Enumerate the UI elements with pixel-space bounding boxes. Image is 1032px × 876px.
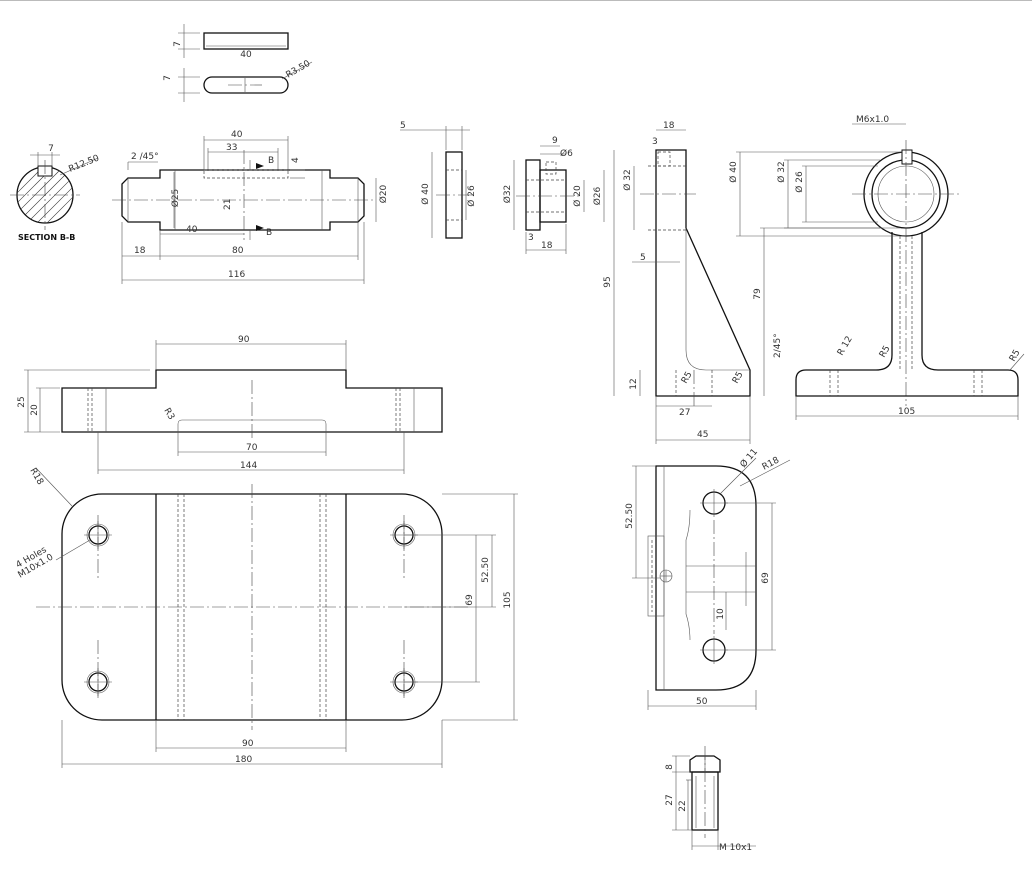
section-b-b-title: SECTION B-B xyxy=(18,233,75,242)
bolt-view: 8 27 22 M 10x1 xyxy=(665,746,756,853)
shaft-116-label: 116 xyxy=(228,270,245,280)
section-marker-top: B xyxy=(268,156,274,166)
bush-18-label: 18 xyxy=(541,241,553,251)
shaft-40-label: 40 xyxy=(186,225,198,235)
bolt-27-label: 27 xyxy=(665,794,675,805)
bplan-69-label: 69 xyxy=(761,572,771,584)
shaft-d20-label: Ø20 xyxy=(378,184,389,203)
base-70-label: 70 xyxy=(246,443,258,453)
bush-d20-label: Ø 20 xyxy=(572,185,583,207)
side-45-label: 45 xyxy=(697,430,708,440)
front-105-label: 105 xyxy=(898,407,915,417)
bush-d26-label: Ø26 xyxy=(592,186,603,205)
plan-180-label: 180 xyxy=(235,755,252,765)
bush-d32-label: Ø32 xyxy=(502,185,513,204)
bplan-10-label: 10 xyxy=(716,608,726,620)
plan-5250-label: 52.50 xyxy=(481,557,491,583)
bplan-5250-label: 52.50 xyxy=(625,503,635,529)
bplan-50-label: 50 xyxy=(696,697,708,707)
shaft-keyway-40-label: 40 xyxy=(231,130,243,140)
shaft-views: 7 R12.50 SECTION B-B B B 2 /45° Ø25 Ø20 … xyxy=(10,130,389,284)
side-95-label: 95 xyxy=(603,276,613,287)
base-25-label: 25 xyxy=(17,396,27,407)
front-chamfer-label: 2/45° xyxy=(773,333,783,358)
front-d40-label: Ø 40 xyxy=(728,161,739,183)
plan-105-label: 105 xyxy=(503,591,513,608)
shaft-chamfer-label: 2 /45° xyxy=(131,152,159,162)
bolt-22-label: 22 xyxy=(678,800,688,811)
side-27-label: 27 xyxy=(679,408,690,418)
side-18-label: 18 xyxy=(663,121,675,131)
front-d32-label: Ø 32 xyxy=(776,161,787,182)
side-12-label: 12 xyxy=(629,378,639,389)
bush-view: 9 Ø6 Ø32 Ø 20 Ø26 3 18 xyxy=(502,136,605,254)
section-marker-bottom: B xyxy=(266,228,272,238)
section-key-width: 7 xyxy=(48,144,54,154)
bolt-thread-label: M 10x1 xyxy=(719,843,752,853)
washer-d26-label: Ø 26 xyxy=(466,185,477,207)
shaft-18-label: 18 xyxy=(134,246,146,256)
shaft-keyway-depth-label: 4 xyxy=(291,157,301,163)
base-90-top-label: 90 xyxy=(238,335,250,345)
bracket-front-view: M6x1.0 Ø 40 Ø 32 Ø 26 79 2/45° R 12 R5 R… xyxy=(728,115,1025,420)
washer-view: 5 Ø 40 Ø 26 xyxy=(400,121,477,239)
shaft-d25-label: Ø25 xyxy=(170,189,181,208)
bolt-8-label: 8 xyxy=(665,764,675,770)
key-length-label: 40 xyxy=(240,50,252,60)
bush-3-label: 3 xyxy=(528,233,534,243)
front-d26-label: Ø 26 xyxy=(794,171,805,193)
base-front-view: 90 25 20 R3 70 144 xyxy=(17,335,443,474)
plan-69-label: 69 xyxy=(465,594,475,606)
base-20-label: 20 xyxy=(30,404,40,416)
key-thickness-label: 7 xyxy=(173,41,183,47)
bush-d6-label: Ø6 xyxy=(560,148,573,159)
key-slot-thickness-label: 7 xyxy=(163,75,173,81)
bush-9-label: 9 xyxy=(552,136,558,146)
washer-d40-label: Ø 40 xyxy=(420,183,431,205)
side-3-label: 3 xyxy=(652,137,658,147)
side-d32-label: Ø 32 xyxy=(622,169,633,190)
shaft-21-label: 21 xyxy=(223,199,233,210)
front-m6-label: M6x1.0 xyxy=(856,115,889,125)
plan-90-label: 90 xyxy=(242,739,254,749)
washer-thickness-label: 5 xyxy=(400,121,406,131)
side-5-label: 5 xyxy=(640,253,646,263)
front-79-label: 79 xyxy=(753,288,763,300)
shaft-80-label: 80 xyxy=(232,246,244,256)
base-144-label: 144 xyxy=(240,461,257,471)
shaft-keyway-33-label: 33 xyxy=(226,143,237,153)
